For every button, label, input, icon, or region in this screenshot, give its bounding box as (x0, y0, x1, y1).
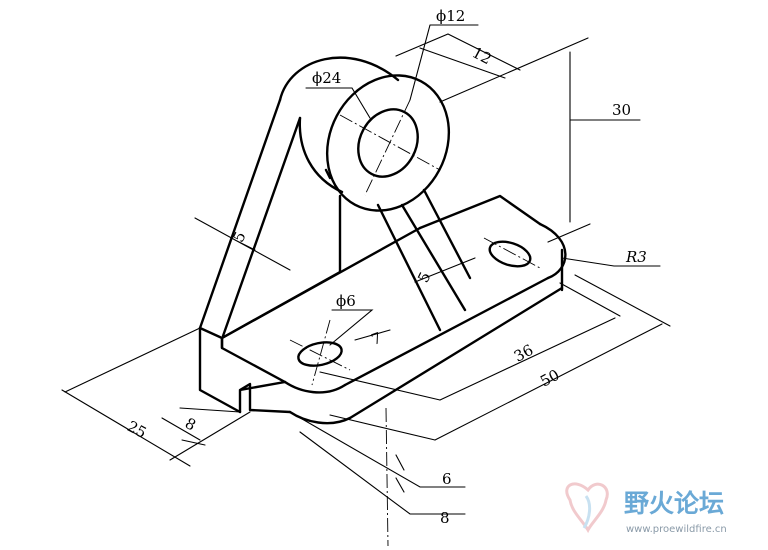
boss-top-silhouette (278, 56, 400, 102)
dim-12: 12 (469, 43, 494, 68)
base-inner-left (220, 226, 422, 350)
dimension-lines (61, 24, 671, 515)
watermark-url: www.proewildfire.cn (626, 524, 727, 535)
base-hole-back (488, 240, 532, 268)
base-hole-front (297, 341, 343, 367)
dim-5-left: 5 (229, 229, 249, 245)
dim-30: 30 (612, 101, 631, 119)
center-lines (289, 99, 541, 547)
base-right-rounded-end (538, 222, 567, 280)
dim-50: 50 (537, 366, 562, 391)
left-rib (198, 98, 302, 338)
base-back-right (418, 194, 542, 230)
part-outline (198, 56, 567, 425)
dim-6: 6 (442, 470, 452, 488)
dim-36: 36 (511, 341, 536, 366)
boss-front-face (325, 74, 451, 212)
boss-body-edge (324, 168, 332, 180)
watermark-logo-icon (565, 482, 609, 534)
base-left-front-face (198, 326, 287, 414)
base-front-long-edge (343, 276, 550, 387)
dim-r3: R3 (625, 248, 647, 266)
dim-phi24: ϕ24 (312, 69, 341, 87)
watermark-title: 野火论坛 (624, 489, 724, 518)
dim-phi6: ϕ6 (336, 292, 356, 310)
front-rib (376, 203, 467, 332)
base-front-bottom-edge (348, 286, 564, 420)
base-top-left (198, 270, 342, 340)
base-slot (238, 380, 292, 414)
dim-7: 7 (369, 329, 384, 349)
watermark: 野火论坛 www.proewildfire.cn (565, 482, 727, 535)
boss-bore (357, 108, 419, 178)
boss-left-silhouette (298, 116, 344, 194)
dim-phi12: ϕ12 (436, 7, 465, 25)
dim-8-bottom: 8 (440, 509, 450, 527)
dim-25: 25 (124, 417, 149, 442)
dimension-labels: ϕ12 ϕ24 12 30 5 R3 5 ϕ6 7 36 50 25 8 6 8 (124, 7, 647, 527)
